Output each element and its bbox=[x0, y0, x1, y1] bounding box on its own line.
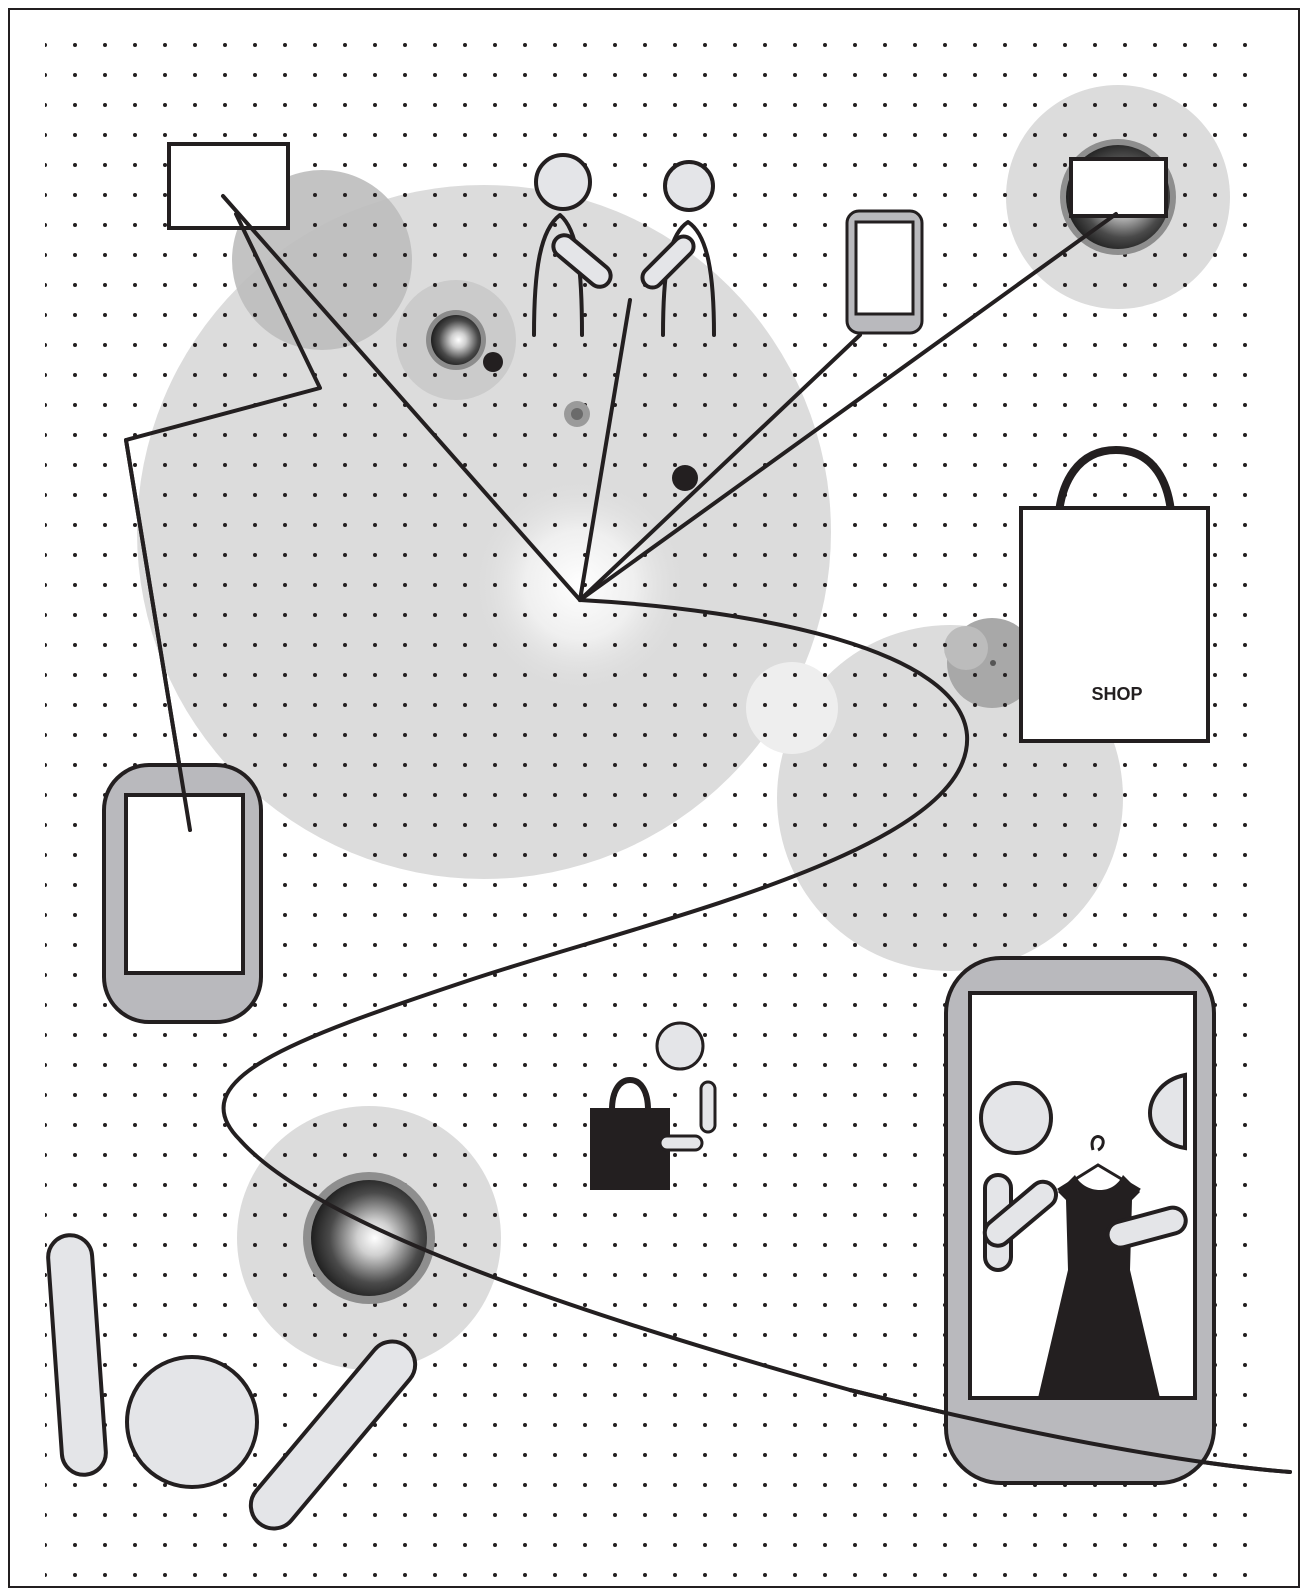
dot-marker bbox=[483, 352, 503, 372]
caller-head bbox=[981, 1083, 1051, 1153]
mobile-video-call-icon bbox=[946, 958, 1214, 1483]
camera-screen-icon bbox=[1071, 159, 1166, 216]
frame-icon bbox=[169, 144, 288, 228]
dot-marker bbox=[672, 465, 698, 491]
tablet-icon bbox=[104, 765, 261, 1022]
phone-icon bbox=[847, 211, 922, 333]
shop-bag-label: SHOP bbox=[1091, 684, 1142, 704]
